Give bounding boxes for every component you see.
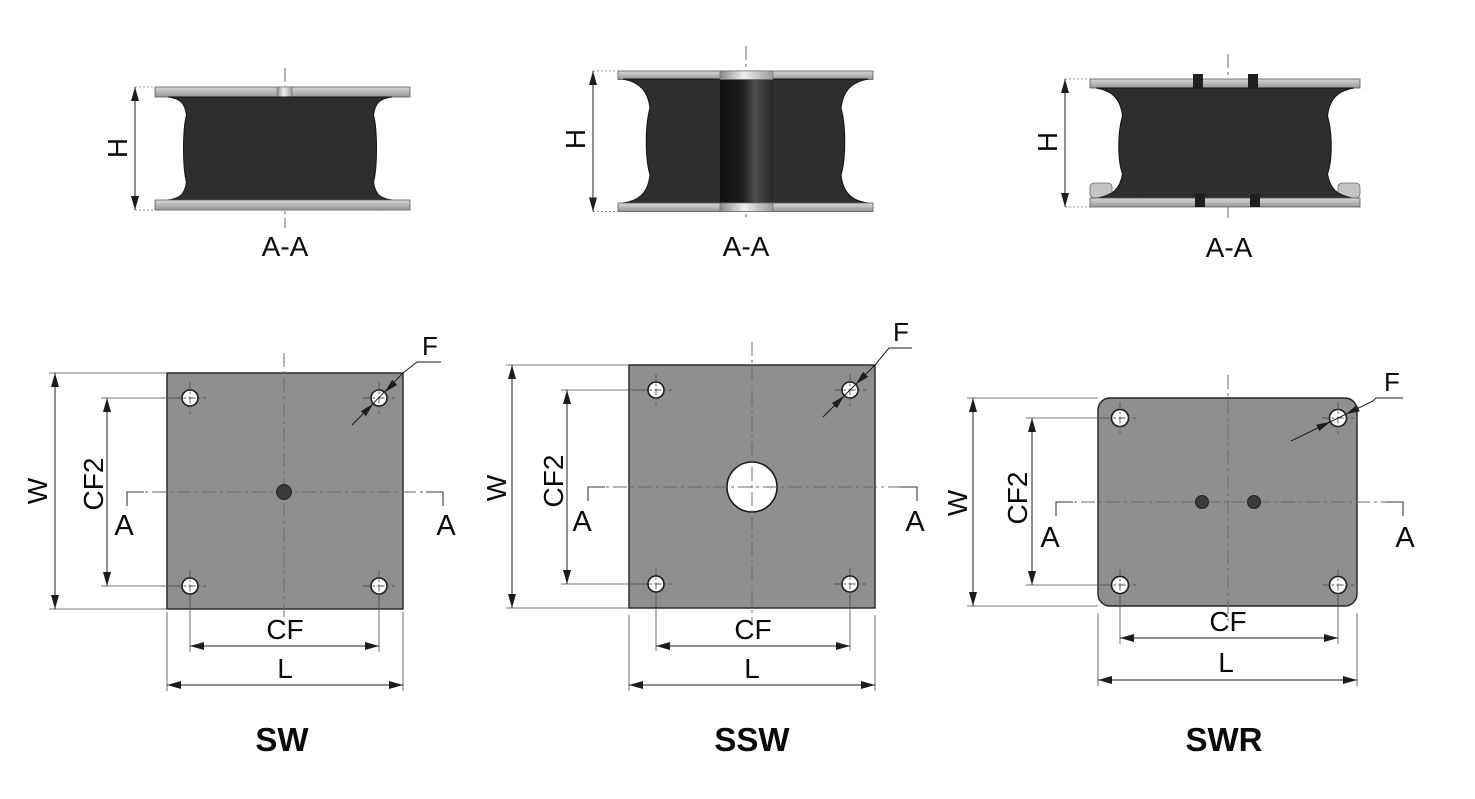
swr-section-bottom-tab-left (1195, 194, 1205, 207)
sw-height-label: H (102, 138, 133, 158)
swr-cf-label: CF (1209, 606, 1246, 637)
sw-section-marker-left: A (114, 510, 134, 542)
ssw-f-leader (822, 347, 912, 418)
swr-f-leader (1290, 397, 1403, 442)
sw-f-arrow-upper (384, 379, 398, 393)
swr-section-top-plate (1089, 78, 1361, 89)
ssw-section-top-sleeve (719, 70, 774, 80)
ssw-plan-view: A A W CF2 F CF L SSW (481, 317, 926, 758)
swr-cf2-label: CF2 (1002, 472, 1033, 525)
ssw-section-bottom-sleeve (719, 202, 774, 212)
ssw-section-title: A-A (723, 231, 770, 262)
ssw-f-arrow-lower (831, 395, 845, 409)
sw-model-name: SW (255, 721, 309, 758)
sw-section-bracket-right (426, 491, 444, 506)
swr-section-top-tab-right (1248, 74, 1258, 88)
swr-plan-view: A A W CF2 F CF L SWR (942, 367, 1416, 758)
sw-length-label: L (277, 653, 293, 684)
ssw-section-marker-left: A (572, 506, 592, 538)
ssw-section-bracket-right (900, 486, 918, 501)
swr-h-arrow-down (1061, 193, 1069, 207)
ssw-section-bracket-left (587, 486, 605, 501)
sw-section-view: H A-A (102, 68, 411, 262)
swr-section-bracket-left (1055, 501, 1073, 516)
ssw-h-arrow-up (589, 71, 597, 85)
sw-section-bracket-left (126, 491, 144, 506)
swr-f-arrow-lower (1316, 421, 1331, 431)
sw-h-arrow-down (131, 196, 139, 210)
swr-f-arrow-upper (1345, 405, 1360, 415)
sw-f-arrow-lower (360, 403, 374, 417)
sw-center-dot (276, 484, 292, 500)
ssw-cf2-label: CF2 (538, 455, 569, 508)
swr-width-label: W (942, 489, 973, 516)
swr-section-bottom-tab-right (1250, 194, 1260, 207)
ssw-height-label: H (560, 129, 591, 149)
swr-height-label: H (1032, 132, 1063, 152)
ssw-section-marker-right: A (905, 506, 925, 538)
swr-stud-dot-right (1247, 495, 1261, 509)
swr-hole-diameter-label: F (1384, 367, 1400, 397)
ssw-cf-label: CF (734, 614, 771, 645)
sw-cf2-label: CF2 (78, 458, 109, 511)
ssw-model-name: SSW (714, 721, 790, 758)
sw-section-title: A-A (262, 231, 309, 262)
ssw-width-label: W (481, 474, 512, 501)
ssw-section-view: H A-A (560, 46, 874, 262)
swr-stud-dot-left (1195, 495, 1209, 509)
swr-section-marker-right: A (1395, 522, 1415, 554)
sw-section-marker-right: A (436, 510, 456, 542)
swr-section-title: A-A (1206, 232, 1253, 263)
ssw-length-label: L (744, 653, 760, 684)
swr-section-rubber-body (1095, 87, 1355, 199)
sw-f-leader (351, 361, 441, 426)
ssw-h-arrow-down (589, 197, 597, 212)
sw-section-rubber-body (167, 96, 393, 201)
swr-h-arrow-up (1061, 79, 1069, 93)
ssw-section-center-bore (720, 79, 773, 203)
swr-section-bottom-plate (1089, 197, 1361, 208)
sw-width-label: W (22, 477, 53, 504)
sw-section-top-plate-sleeve (276, 86, 293, 98)
swr-section-view: H A-A (1032, 54, 1361, 263)
swr-section-marker-left: A (1040, 522, 1060, 554)
ssw-hole-diameter-label: F (893, 317, 909, 347)
swr-section-bracket-right (1386, 501, 1404, 516)
ssw-hole-crosshairs (640, 374, 866, 600)
sw-plan-view: A A W CF2 F CF L SW (22, 331, 457, 758)
sw-h-arrow-up (131, 87, 139, 101)
swr-model-name: SWR (1186, 721, 1263, 758)
swr-length-label: L (1218, 647, 1234, 678)
swr-section-top-tab-left (1193, 74, 1203, 88)
sw-section-bottom-plate (154, 199, 411, 211)
sw-cf-label: CF (266, 614, 303, 645)
ssw-f-arrow-upper (855, 371, 869, 385)
sw-hole-diameter-label: F (422, 331, 438, 361)
